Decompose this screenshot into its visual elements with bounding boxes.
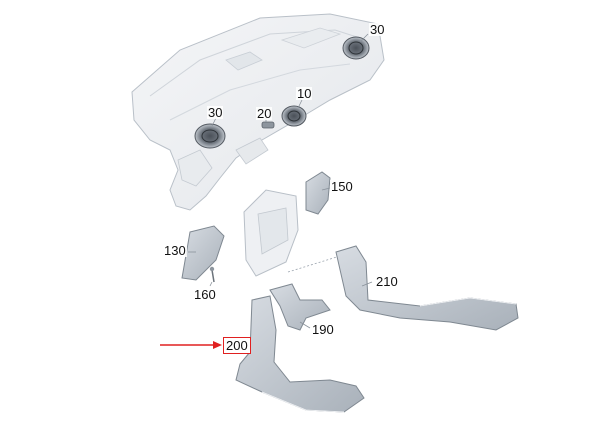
duct-part-210 <box>335 245 519 331</box>
label-part-150: 150 <box>330 179 354 194</box>
label-part-20: 20 <box>256 106 273 121</box>
label-part-130: 130 <box>163 243 187 258</box>
air-vent-top-right <box>342 36 370 60</box>
label-part-200-highlighted: 200 <box>223 337 251 354</box>
label-part-190: 190 <box>311 322 335 337</box>
red-pointer-arrow <box>160 341 222 349</box>
label-part-210: 210 <box>375 274 399 289</box>
duct-part-200 <box>235 295 365 413</box>
center-housing <box>243 189 341 277</box>
label-part-10: 10 <box>296 86 313 101</box>
screw-part-160 <box>209 266 215 283</box>
duct-part-190 <box>269 283 331 331</box>
clip-part-20 <box>261 121 275 129</box>
air-vent-left <box>194 123 226 149</box>
label-part-30-left: 30 <box>207 105 224 120</box>
label-part-160: 160 <box>193 287 217 302</box>
label-part-30-top: 30 <box>369 22 386 37</box>
air-vent-center <box>281 105 307 127</box>
duct-part-130 <box>181 225 225 281</box>
duct-part-150 <box>305 171 331 215</box>
